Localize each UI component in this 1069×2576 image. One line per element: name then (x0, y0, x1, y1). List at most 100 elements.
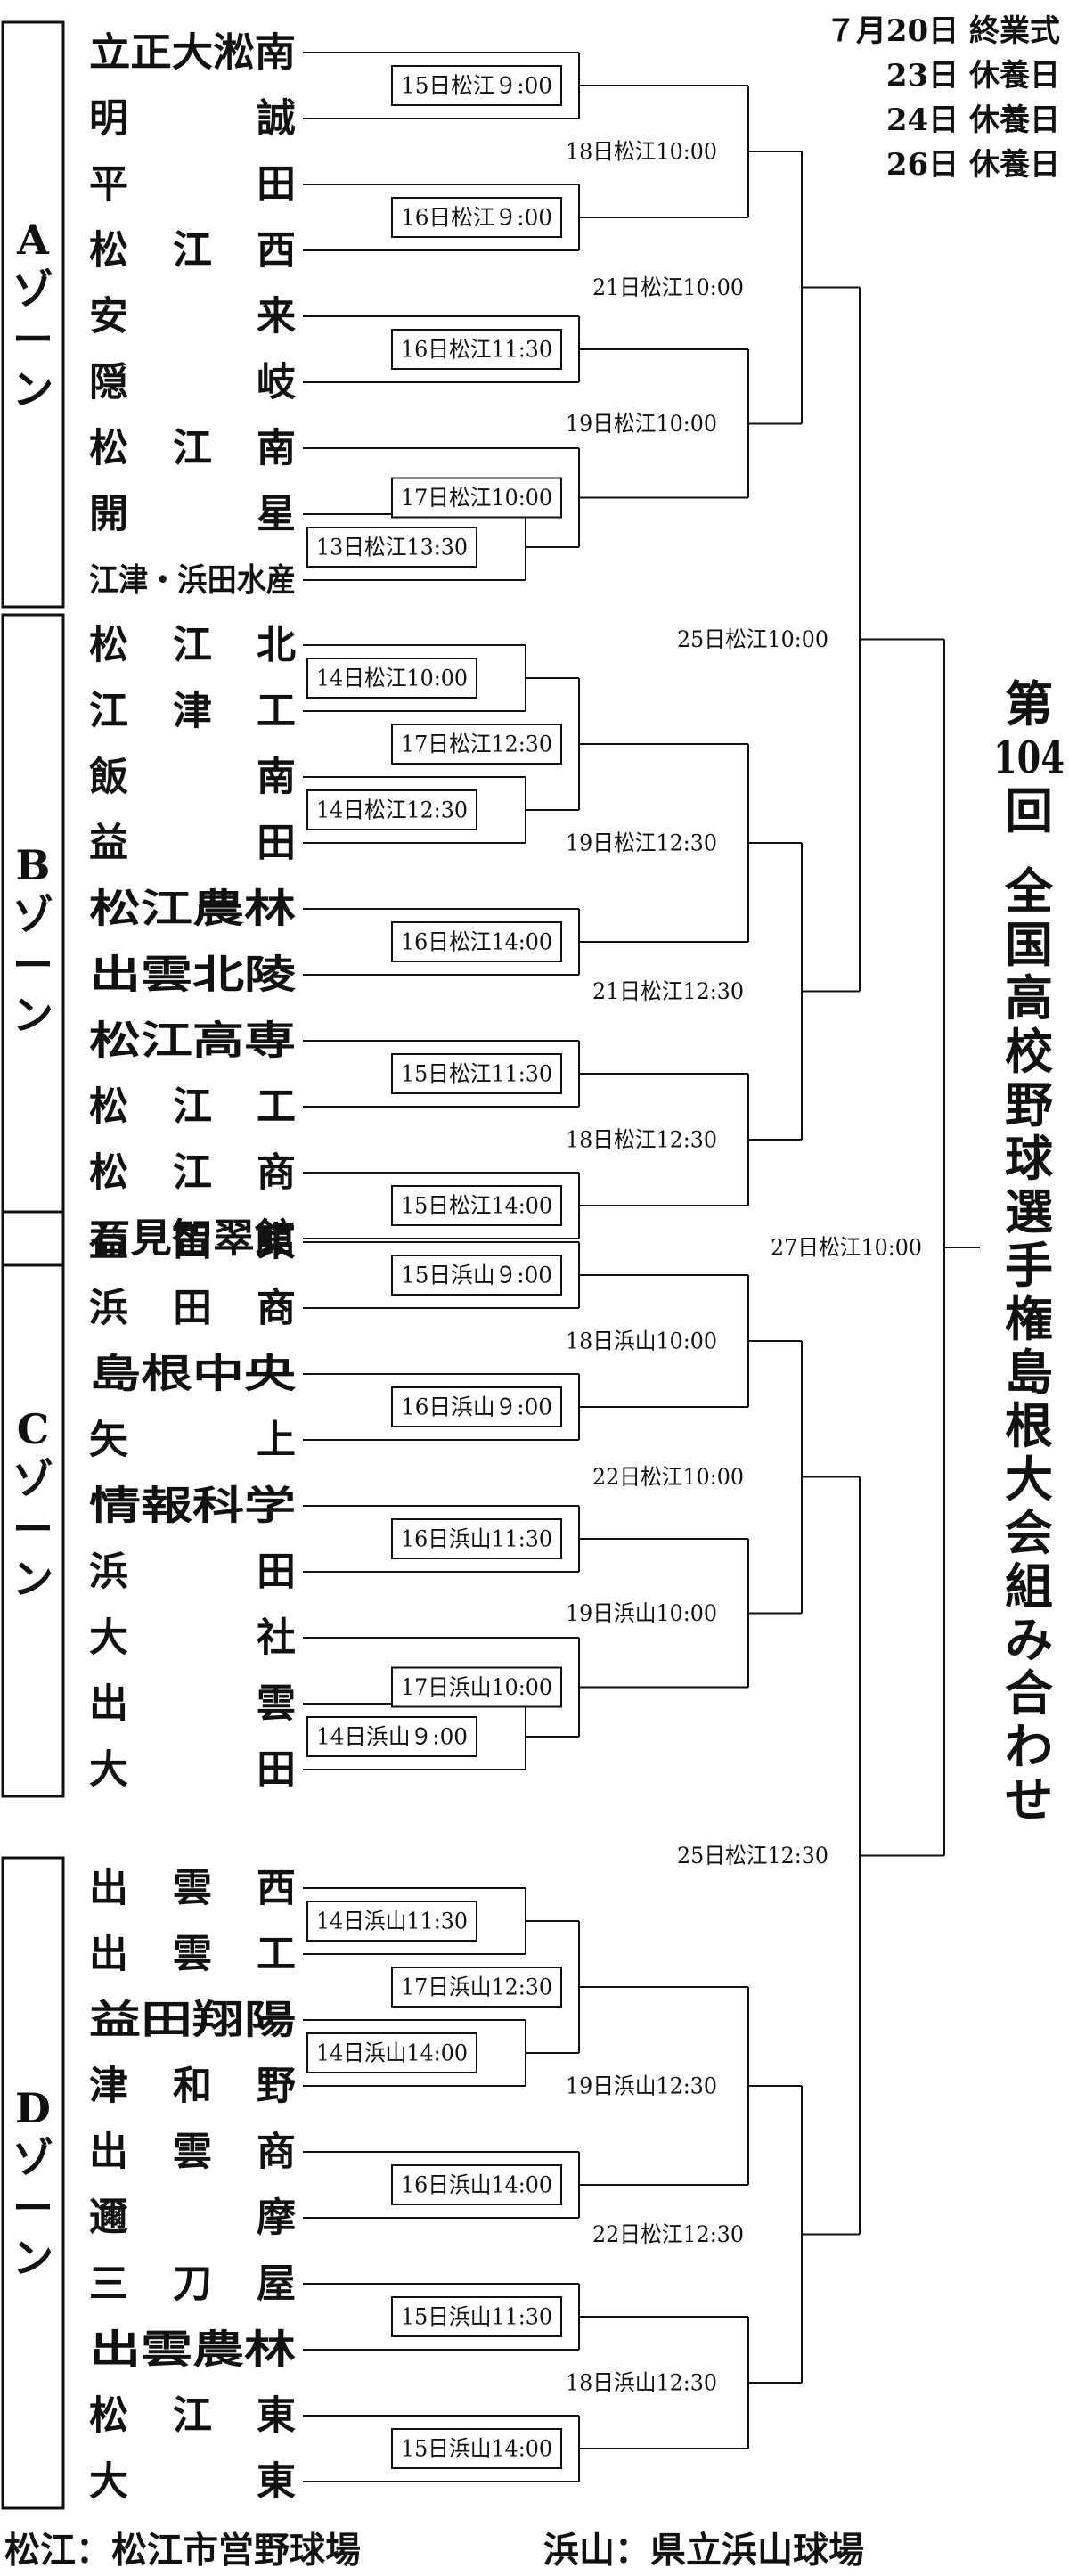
title-char: 組 (1005, 1558, 1053, 1615)
game-label: 19日浜山10:00 (566, 1600, 717, 1626)
title-char: 会 (1005, 1504, 1053, 1561)
game-box (391, 1255, 562, 1296)
game-label: 17日松江10:00 (401, 485, 552, 511)
title-char: 全 (1004, 863, 1054, 920)
zone-label-char: A (16, 216, 50, 264)
team-name-char: 松 (89, 623, 128, 668)
team-name-char: 西 (257, 228, 296, 274)
zone-label-char: ー (12, 1505, 53, 1553)
team-name-char: 江 (89, 689, 128, 734)
title-char: 野 (1005, 1076, 1053, 1133)
team-name-char: 出 (89, 2130, 128, 2175)
title-char: 合 (1005, 1664, 1053, 1721)
team-name-char: 和 (173, 2064, 212, 2109)
zone-box (1, 1210, 65, 1798)
team-name: 益田翔陽 (89, 1998, 296, 2043)
team-name: 石見智翠館 (89, 1216, 296, 1262)
game-box (391, 1386, 562, 1427)
team-name-char: 江 (173, 623, 212, 668)
game-box (391, 65, 562, 106)
game-label: 18日松江12:30 (566, 1127, 717, 1153)
game-label: 17日松江12:30 (401, 732, 552, 757)
team-name-char: 岐 (257, 360, 296, 405)
team-name-char: 社 (257, 1615, 296, 1661)
zone-label-char: ゾ (12, 2134, 53, 2182)
game-label: 15日浜山14:00 (401, 2436, 552, 2462)
team-name-char: 三 (89, 2261, 128, 2307)
game-box (391, 1053, 562, 1094)
team-name-char: 誠 (257, 96, 296, 142)
team-name-char: 平 (89, 162, 128, 208)
game-box (391, 1518, 562, 1559)
team-name-char: 大 (89, 2459, 128, 2505)
title-char: わ (1005, 1718, 1053, 1775)
team-name-char: 松 (89, 1084, 128, 1130)
title-char: 島 (1005, 1344, 1053, 1401)
team-name-char: 商 (257, 2130, 296, 2175)
team-name-char: 津 (173, 689, 212, 734)
title-char: せ (1005, 1771, 1053, 1828)
zone-label-char: ゾ (12, 266, 53, 314)
title-char: 権 (1005, 1290, 1053, 1347)
team-name-char: 津 (89, 2064, 128, 2109)
game-label: 14日松江12:30 (316, 797, 468, 823)
team-name: 立正大淞南 (89, 30, 296, 76)
game-label: 17日浜山12:30 (401, 1975, 552, 2000)
team-name-char: 明 (89, 96, 128, 142)
zone-label-char: ン (12, 365, 53, 413)
team-name-char: 東 (257, 2393, 296, 2439)
game-box (306, 1901, 477, 1942)
team-name-char: 矢 (89, 1418, 128, 1463)
team-name-char: 江 (173, 2393, 212, 2439)
game-label: 21日松江10:00 (592, 274, 744, 300)
team-name-char: 大 (89, 1747, 128, 1793)
team-name-char: 出 (89, 1932, 128, 1977)
team-name-char: 来 (257, 294, 296, 339)
team-name-char: 田 (173, 1220, 212, 1265)
game-box (306, 789, 477, 830)
team-name-char: 西 (257, 1866, 296, 1911)
game-label: 17日浜山10:00 (401, 1674, 552, 1700)
team-name-char: 田 (257, 1550, 296, 1595)
title-number: 104 (993, 732, 1065, 784)
team-name-char: 摩 (257, 2196, 296, 2241)
schedule-note: ７月20日 終業式 (826, 13, 1060, 49)
game-label: 21日松江12:30 (592, 978, 744, 1004)
game-label: 16日浜山９:00 (401, 1394, 552, 1420)
team-name-char: 南 (257, 426, 296, 471)
team-name-char: 飯 (89, 755, 128, 800)
team-name: 松江高専 (89, 1018, 296, 1064)
team-name-char: 邇 (89, 2196, 128, 2241)
zone-label-char: ン (12, 991, 53, 1039)
game-label: 22日松江12:30 (592, 2221, 744, 2247)
game-label: 27日松江10:00 (771, 1235, 922, 1261)
team-name-char: 雲 (173, 2130, 212, 2175)
game-label: 15日松江14:00 (401, 1193, 552, 1219)
game-label: 18日松江10:00 (566, 139, 717, 165)
game-label: 15日浜山９:00 (401, 1263, 552, 1288)
team-name-char: 松 (89, 228, 128, 274)
team-name-char: 刀 (173, 2261, 212, 2307)
team-name-char: 安 (89, 294, 128, 339)
team-name-char: 松 (89, 1150, 128, 1196)
zone-label-char: ー (12, 315, 53, 364)
game-label: 15日松江11:30 (401, 1061, 552, 1087)
game-box (306, 1716, 477, 1757)
team-name: 出雲北陵 (89, 953, 296, 998)
zone-label-char: B (16, 841, 51, 889)
game-box (306, 527, 477, 568)
title-char: 校 (1005, 1023, 1053, 1080)
team-name-char: 益 (89, 1220, 128, 1265)
game-label: 16日浜山14:00 (401, 2172, 552, 2198)
team-name-char: 屋 (257, 2261, 296, 2307)
team-name-char: 開 (89, 492, 128, 537)
team-name-char: 益 (89, 821, 128, 866)
game-label: 14日松江10:00 (316, 666, 468, 691)
team-name-char: 雲 (173, 1932, 212, 1977)
team-name-char: 隠 (89, 360, 128, 405)
game-label: 18日浜山12:30 (566, 2370, 717, 2396)
game-label: 16日浜山11:30 (401, 1526, 552, 1552)
team-name-char: 江 (173, 228, 212, 274)
